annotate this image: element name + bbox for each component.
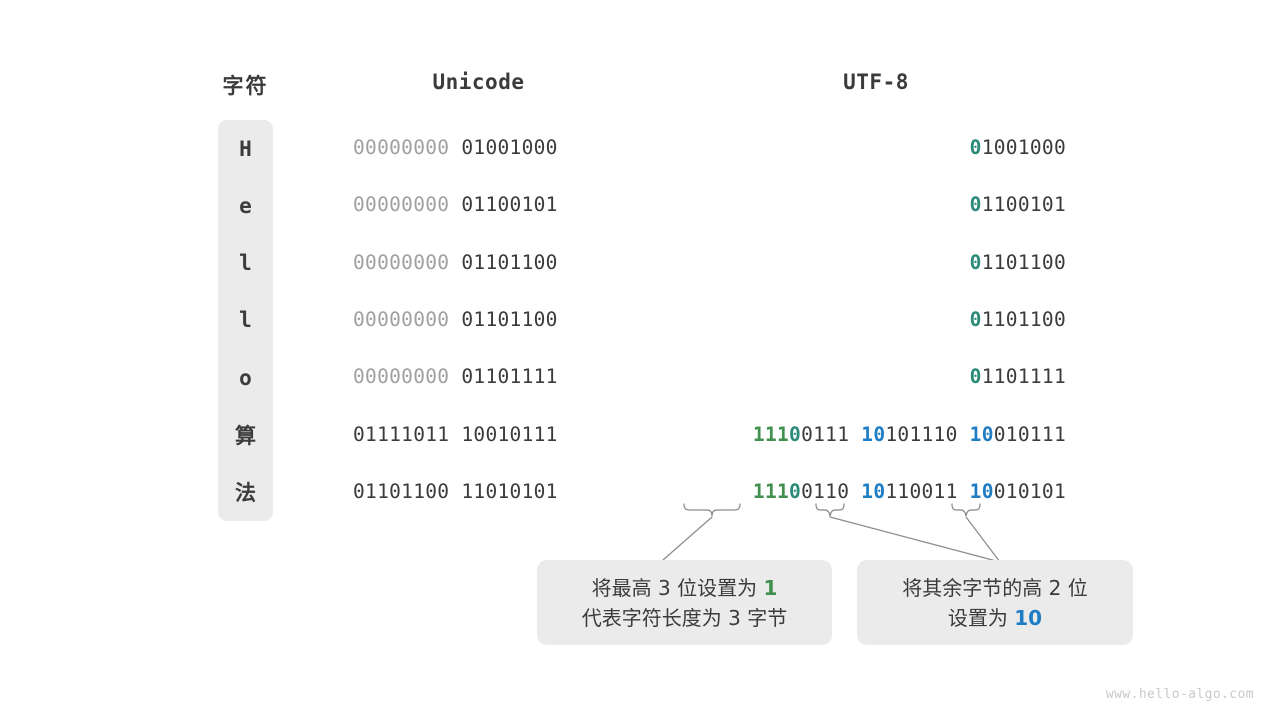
character-cell: e: [239, 193, 252, 218]
utf8-bit-group-blue: 10: [969, 479, 994, 503]
leader-line-2: [829, 516, 1001, 563]
unicode-binary-cell: 00000000 01001000: [353, 135, 613, 161]
unicode-high-byte: 00000000: [353, 250, 450, 274]
utf8-bit-group-dark: 1101100: [981, 250, 1066, 274]
callout-2-line-2: 设置为 10: [948, 603, 1042, 633]
utf8-binary-cell: 11100110 10110011 10010101: [600, 479, 1066, 505]
unicode-binary-cell: 00000000 01101100: [353, 307, 613, 333]
utf8-bit-group-dark: 1101111: [981, 365, 1066, 389]
callout-1-line-1-text: 将最高 3 位设置为: [591, 575, 764, 600]
byte-separator: [449, 193, 461, 216]
column-header-character: 字符: [222, 74, 269, 98]
character-cell: 法: [235, 481, 256, 506]
callout-2-highlight: 10: [1014, 605, 1043, 630]
utf8-binary-cell: 01100101: [600, 192, 1066, 218]
byte-separator: [449, 308, 461, 331]
unicode-high-byte: 00000000: [353, 193, 450, 217]
byte-separator: [449, 480, 461, 503]
utf8-bit-group-green: 111: [752, 422, 790, 446]
column-header-unicode: Unicode: [432, 70, 525, 94]
watermark: www.hello-algo.com: [1105, 687, 1254, 702]
utf8-bit-group-dark: 0111: [801, 422, 862, 446]
unicode-low-byte: 11010101: [461, 479, 558, 503]
unicode-low-byte: 01101100: [461, 250, 558, 274]
utf8-bit-group-blue: 10: [861, 479, 886, 503]
unicode-binary-cell: 01111011 10010111: [353, 422, 613, 448]
unicode-low-byte: 10010111: [461, 422, 558, 446]
brace-leading-bits: [683, 503, 741, 517]
unicode-low-byte: 01100101: [461, 193, 558, 217]
utf8-binary-cell: 01101111: [600, 364, 1066, 390]
utf8-bit-group-dark: 0110: [801, 479, 862, 503]
unicode-high-byte: 01111011: [353, 422, 450, 446]
unicode-high-byte: 00000000: [353, 136, 450, 159]
utf8-bit-group-teal: 0: [969, 193, 982, 217]
byte-separator: [449, 423, 461, 446]
callout-2-line-2-text: 设置为: [947, 605, 1015, 630]
unicode-high-byte: 00000000: [353, 307, 450, 331]
utf8-bit-group-teal: 0: [969, 365, 982, 389]
unicode-low-byte: 01101111: [461, 365, 558, 389]
utf8-binary-cell: 01001000: [600, 135, 1066, 161]
utf8-bit-group-dark: 010111: [993, 422, 1066, 446]
column-header-utf8: UTF-8: [843, 70, 909, 94]
brace-continuation-1: [815, 503, 845, 517]
byte-separator: [449, 365, 461, 388]
utf8-bit-group-teal: 0: [969, 250, 982, 274]
unicode-binary-cell: 00000000 01100101: [353, 192, 613, 218]
character-cell: o: [239, 365, 252, 390]
utf8-bit-group-dark: 110011: [885, 479, 970, 503]
utf8-bit-group-teal: 0: [969, 136, 982, 159]
utf8-bit-group-dark: 1101100: [981, 307, 1066, 331]
unicode-high-byte: 01101100: [353, 479, 450, 503]
byte-separator: [449, 251, 461, 274]
utf8-bit-group-dark: 101110: [885, 422, 970, 446]
byte-separator: [449, 136, 461, 159]
utf8-bit-group-dark: 010101: [993, 479, 1066, 503]
callout-1-highlight: 1: [763, 575, 778, 600]
utf8-binary-cell: 01101100: [600, 250, 1066, 276]
callout-1-line-1: 将最高 3 位设置为 1: [592, 573, 778, 603]
leader-line-3: [965, 516, 1001, 563]
utf8-bit-group-dark: 1001000: [981, 136, 1066, 159]
character-cell: l: [239, 308, 252, 333]
character-cell: l: [239, 251, 252, 276]
unicode-low-byte: 01001000: [461, 136, 558, 159]
character-cell: 算: [235, 424, 256, 449]
utf8-bit-group-green: 111: [752, 479, 790, 503]
character-cell: H: [239, 136, 252, 161]
utf8-bit-group-blue: 10: [861, 422, 886, 446]
callout-2-line-1: 将其余字节的高 2 位: [902, 575, 1088, 600]
utf8-bit-group-dark: 1100101: [981, 193, 1066, 217]
callout-leading-bits: 将最高 3 位设置为 1 代表字符长度为 3 字节: [537, 560, 832, 645]
leader-line-1: [662, 516, 713, 561]
utf8-binary-cell: 11100111 10101110 10010111: [600, 422, 1066, 448]
callout-1-line-2: 代表字符长度为 3 字节: [581, 605, 788, 630]
utf8-bit-group-teal: 0: [969, 307, 982, 331]
unicode-high-byte: 00000000: [353, 365, 450, 389]
unicode-binary-cell: 00000000 01101100: [353, 250, 613, 276]
unicode-binary-cell: 01101100 11010101: [353, 479, 613, 505]
utf8-bit-group-teal: 0: [789, 479, 802, 503]
utf8-bit-group-teal: 0: [789, 422, 802, 446]
utf8-bit-group-blue: 10: [969, 422, 994, 446]
utf8-binary-cell: 01101100: [600, 307, 1066, 333]
callout-continuation-bits: 将其余字节的高 2 位 设置为 10: [857, 560, 1133, 645]
unicode-binary-cell: 00000000 01101111: [353, 364, 613, 390]
unicode-low-byte: 01101100: [461, 307, 558, 331]
brace-continuation-2: [951, 503, 981, 517]
